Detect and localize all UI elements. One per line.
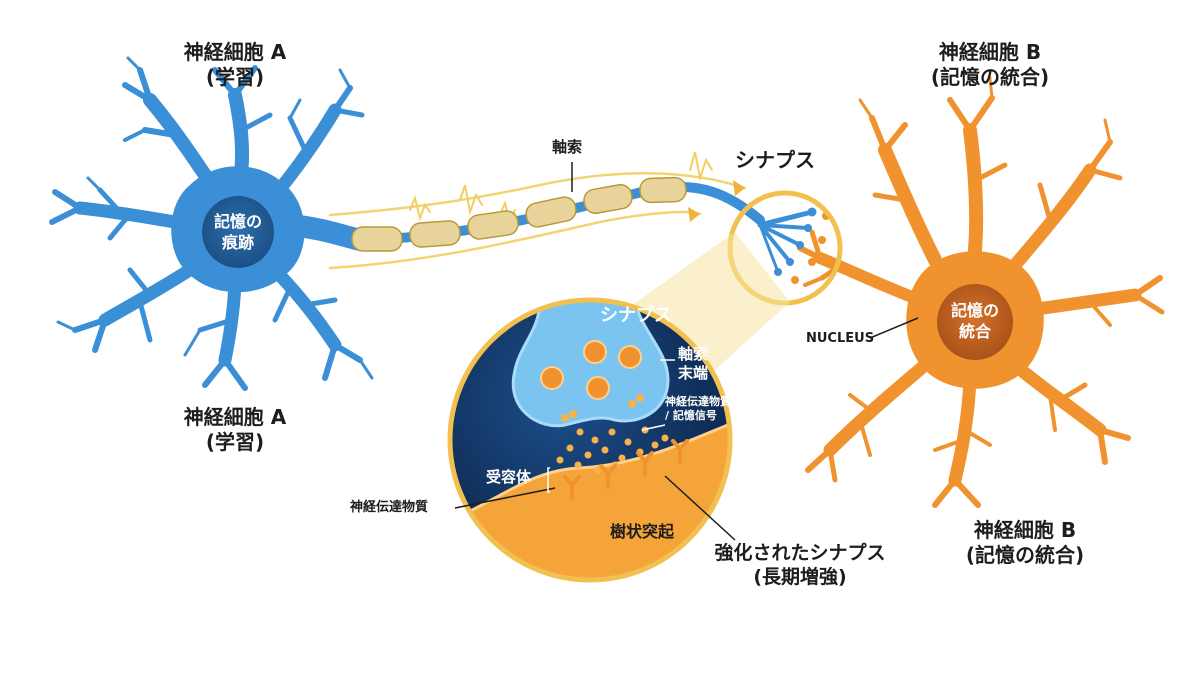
neuron-a-subtitle-bottom-text: (学習) [205,430,265,454]
inset-axon-terminal-line1: 軸索 [678,345,709,363]
strengthened-synapse-line1: 強化されたシナプス [714,542,886,564]
neuron-a-title-bottom: 神経細胞 A (学習) [160,405,310,455]
leader-lines [454,162,919,541]
neuron-b-nucleus-line2: 統合 [958,321,991,341]
neuron-b-nucleus-line1: 記憶の [950,301,999,320]
inset-leader-lines [641,359,675,431]
neuron-a-subtitle-top-text: (学習) [205,65,265,89]
pulse-arrow-lower [688,207,700,222]
synapse-label: シナプス [735,148,815,172]
strengthened-synapse-label: 強化されたシナプス (長期増強) [690,542,910,590]
neuron-b-nucleus-label: 記憶の 統合 [938,301,1012,343]
inset-receptor-label: 受容体 [486,468,532,486]
neuron-b-title-top: 神経細胞 B (記憶の統合) [895,40,1085,90]
inset-axon-terminal-label: 軸索 末端 [678,345,708,383]
neuron-a-nucleus-line1: 記憶の [213,212,262,231]
neuron-a-nucleus-line2: 痕跡 [221,232,254,252]
neuron-a-nucleus [202,196,274,268]
inset-transmitter-line1: 神経伝達物質 [665,395,731,408]
pulse-arrow-upper [733,180,745,196]
neuron-b-title-bottom: 神経細胞 B (記憶の統合) [930,518,1120,568]
neuron-b-title-bottom-text: 神経細胞 B [973,518,1077,542]
strengthened-synapse-line2: (長期増強) [753,565,847,588]
synapse-inset [447,297,733,583]
neuron-b-nucleus [937,284,1013,360]
neurotransmitter-label: 神経伝達物質 [350,500,429,515]
inset-transmitter-label: 神経伝達物質 / 記憶信号 [665,395,731,423]
inset-dendrite-label: 樹状突起 [610,522,675,541]
neuron-a-title-top-text: 神経細胞 A [183,40,287,64]
neuron-b-subtitle-bottom-text: (記憶の統合) [965,543,1085,567]
neuron-a-title-top: 神経細胞 A (学習) [160,40,310,90]
nucleus-label: NUCLEUS [806,331,875,346]
neuron-a-nucleus-label: 記憶の 痕跡 [202,212,274,254]
axon-label: 軸索 [552,138,583,156]
neuron-b-subtitle-top-text: (記憶の統合) [930,65,1050,89]
inset-synapse-title: シナプス [600,305,672,326]
inset-transmitter-line2: / 記憶信号 [665,408,717,422]
neuron-a-title-bottom-text: 神経細胞 A [183,405,287,429]
inset-axon-terminal-line2: 末端 [678,363,709,382]
myelin-sheaths [351,176,687,252]
neuron-b-title-top-text: 神経細胞 B [938,40,1042,64]
